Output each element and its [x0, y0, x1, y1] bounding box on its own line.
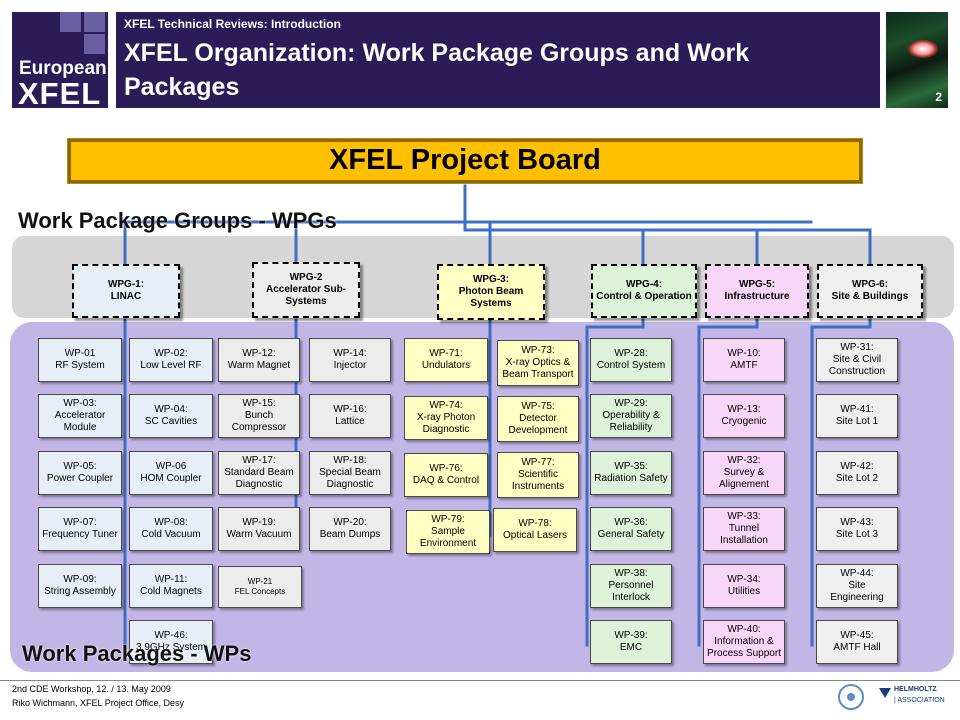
wp-box: WP-09: String Assembly	[38, 564, 122, 608]
wp-box: WP-36: General Safety	[590, 507, 672, 551]
wp-box: WP-42: Site Lot 2	[816, 451, 898, 495]
wp-box: WP-39: EMC	[590, 620, 672, 664]
wp-box: WP-31: Site & Civil Construction	[816, 338, 898, 382]
photo-glow	[908, 40, 938, 58]
wp-box: WP-78: Optical Lasers	[493, 508, 577, 552]
wp-box: WP-21 FEL Concepts	[218, 566, 302, 608]
wpg-box: WPG-1: LINAC	[72, 264, 180, 318]
slide-title: XFEL Organization: Work Package Groups a…	[124, 39, 750, 101]
wpg-box: WPG-2 Accelerator Sub- Systems	[252, 262, 360, 318]
wp-box: WP-77: Scientific Instruments	[497, 452, 579, 498]
logo-line2: XFEL	[18, 76, 102, 111]
wpg-box: WPG-4: Control & Operation	[591, 264, 697, 318]
helmholtz-logo-icon	[879, 688, 891, 698]
wp-box: WP-34: Utilities	[703, 564, 785, 608]
logo-square	[60, 12, 81, 32]
wp-box: WP-79: Sample Environment	[406, 510, 490, 554]
wp-box: WP-16: Lattice	[309, 394, 391, 438]
slide-header: XFEL Technical Reviews: Introduction XFE…	[116, 12, 880, 108]
wp-box: WP-18: Special Beam Diagnostic	[309, 451, 391, 495]
wp-box: WP-41: Site Lot 1	[816, 394, 898, 438]
logo-square	[84, 34, 105, 54]
wp-box: WP-06 HOM Coupler	[129, 451, 213, 495]
logo-square	[84, 12, 105, 32]
wp-box: WP-14: Injector	[309, 338, 391, 382]
project-board: XFEL Project Board	[67, 138, 863, 184]
wp-box: WP-01 RF System	[38, 338, 122, 382]
wpg-box: WPG-3: Photon Beam Systems	[437, 264, 545, 320]
wp-box: WP-10: AMTF	[703, 338, 785, 382]
wp-box: WP-17: Standard Beam Diagnostic	[218, 451, 300, 495]
wp-section-label: Work Packages - WPs	[22, 641, 252, 666]
slide-subtitle: XFEL Technical Reviews: Introduction	[124, 17, 341, 31]
wp-box: WP-75: Detector Development	[497, 396, 579, 442]
wp-box: WP-76: DAQ & Control	[404, 453, 488, 497]
wp-box: WP-04: SC Cavities	[129, 394, 213, 438]
wp-box: WP-35: Radiation Safety	[590, 451, 672, 495]
wp-box: WP-20: Beam Dumps	[309, 507, 391, 551]
wpg-section-label: Work Package Groups - WPGs	[18, 208, 337, 233]
footer-author: Riko Wichmann, XFEL Project Office, Desy	[12, 698, 185, 708]
wp-box: WP-38: Personnel Interlock	[590, 564, 672, 608]
wp-box: WP-15: Bunch Compressor	[218, 394, 300, 438]
wpg-box: WPG-5: Infrastructure	[705, 264, 809, 318]
helmholtz-sub: | ASSOCIATION	[894, 697, 945, 704]
wp-box: WP-40: Information & Process Support	[703, 620, 785, 664]
wp-box: WP-12: Warm Magnet	[218, 338, 300, 382]
footer-event: 2nd CDE Workshop, 12. / 13. May 2009	[12, 684, 171, 694]
footer-divider	[0, 680, 960, 681]
wp-box: WP-73: X-ray Optics & Beam Transport	[497, 340, 579, 386]
wp-box: WP-11: Cold Magnets	[129, 564, 213, 608]
wp-box: WP-19: Warm Vacuum	[218, 507, 300, 551]
wp-box: WP-33: Tunnel Installation	[703, 507, 785, 551]
desy-logo-dot	[847, 693, 855, 701]
wp-box: WP-13: Cryogenic	[703, 394, 785, 438]
logo-line1: European	[19, 58, 107, 79]
wp-box: WP-71: Undulators	[404, 338, 488, 382]
helmholtz-name: HELMHOLTZ	[894, 686, 937, 693]
wp-box: WP-28: Control System	[590, 338, 672, 382]
wp-box: WP-74: X-ray Photon Diagnostic	[404, 396, 488, 440]
wpg-box: WPG-6: Site & Buildings	[817, 264, 923, 318]
wp-box: WP-08: Cold Vacuum	[129, 507, 213, 551]
wp-box: WP-44: Site Engineering	[816, 564, 898, 608]
desy-logo-icon	[838, 684, 864, 710]
wp-box: WP-02: Low Level RF	[129, 338, 213, 382]
european-xfel-logo: European XFEL	[12, 12, 108, 111]
header-photo: 2	[886, 12, 948, 108]
wp-box: WP-43: Site Lot 3	[816, 507, 898, 551]
page-number: 2	[935, 90, 942, 104]
wp-box: WP-29: Operability & Reliability	[590, 394, 672, 438]
wp-box: WP-45: AMTF Hall	[816, 620, 898, 664]
wp-box: WP-05: Power Coupler	[38, 451, 122, 495]
wp-box: WP-46: 3.9GHz System	[129, 620, 213, 664]
wp-box: WP-03: Accelerator Module	[38, 394, 122, 438]
wp-box: WP-07: Frequency Tuner	[38, 507, 122, 551]
wp-box: WP-32: Survey & Alignement	[703, 451, 785, 495]
